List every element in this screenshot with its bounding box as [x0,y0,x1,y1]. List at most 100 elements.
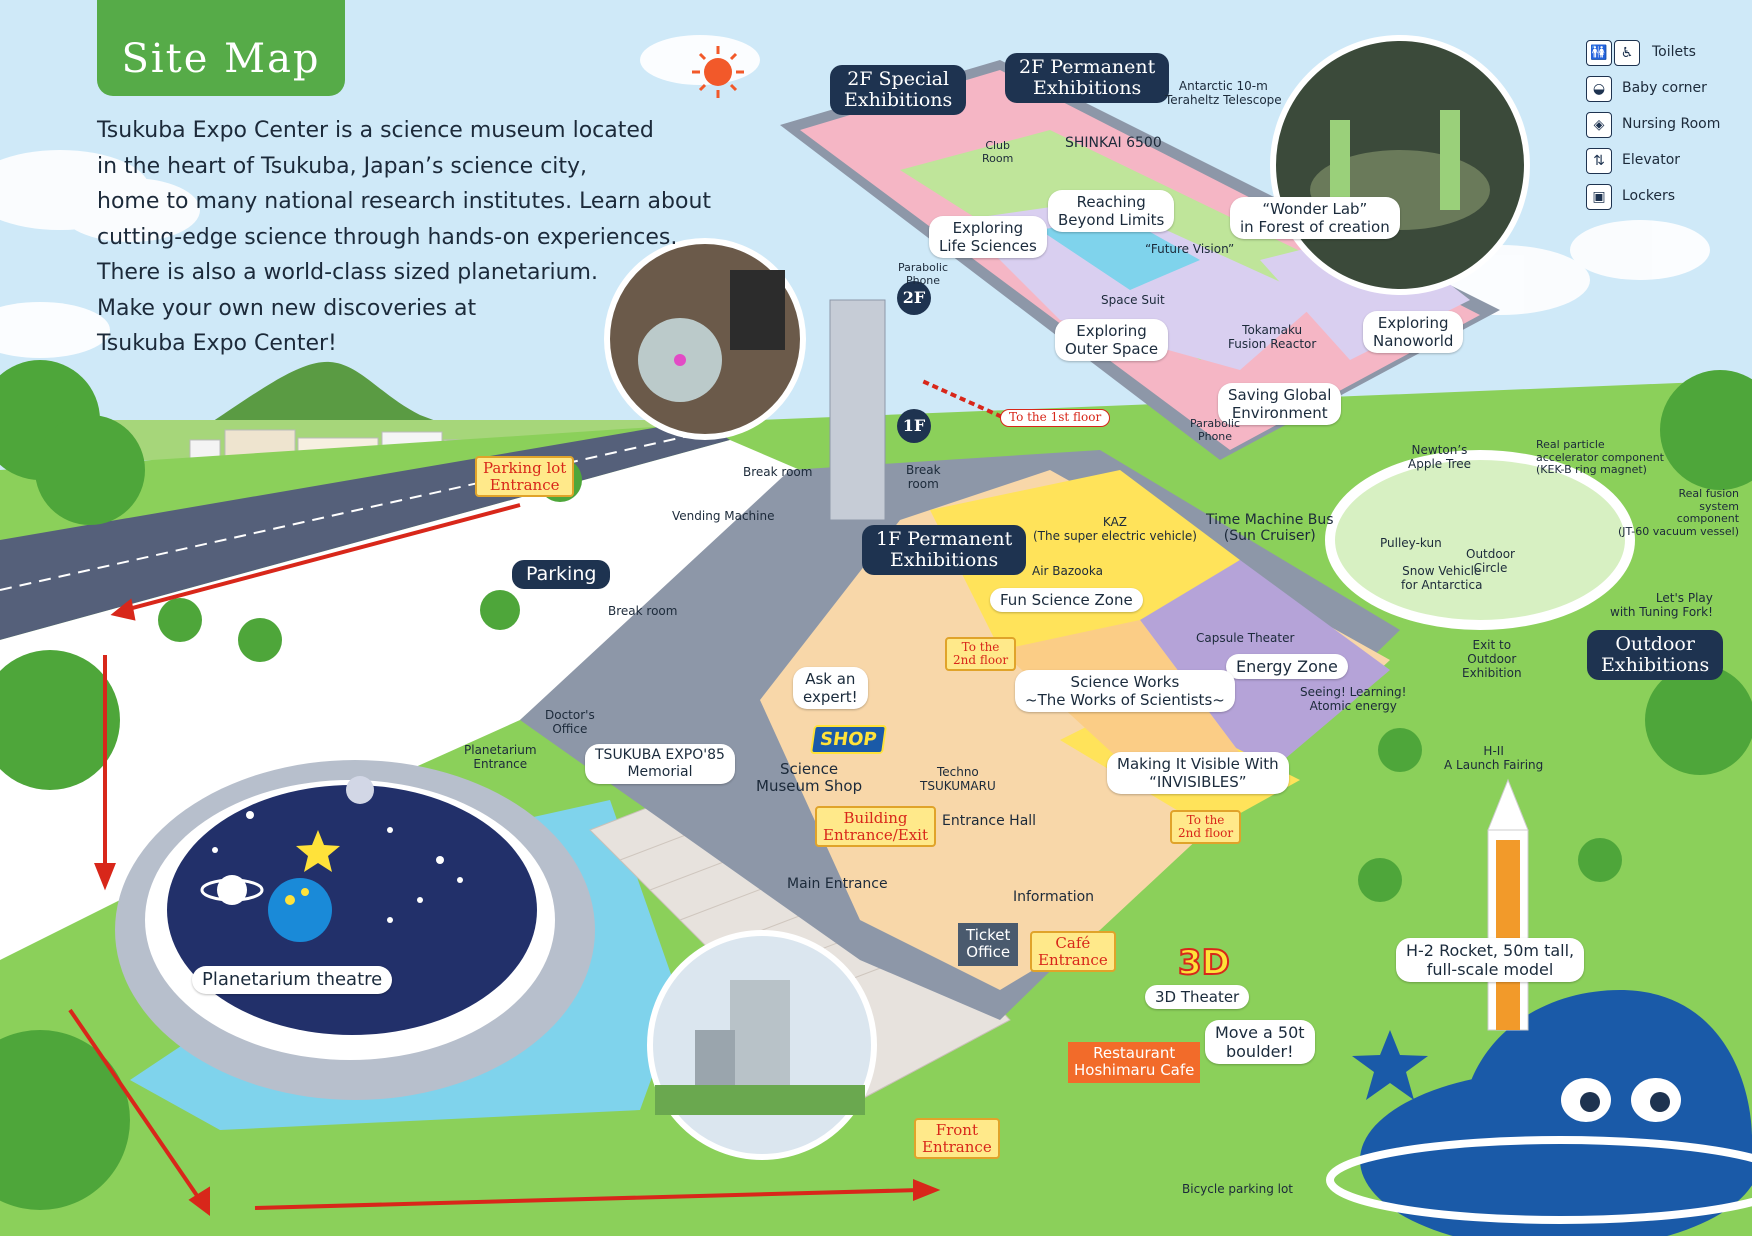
ticket-office-label: Ticket Office [958,923,1019,966]
heading-line: Outdoor [1615,633,1695,655]
label-line: 2nd floor [953,653,1009,668]
shop-badge: SHOP [809,725,887,754]
label-line: in Forest of creation [1240,218,1390,236]
site-map-title: Site Map [97,0,345,96]
information-label: Information [1013,889,1095,905]
entrance-hall-label: Entrance Hall [942,813,1037,829]
energy-zone-label: Energy Zone [1226,654,1348,680]
label-line: Techno [936,765,979,779]
h2-rocket [1487,778,1529,1031]
heading-line: 2F Permanent [1019,56,1156,78]
label-line: Real fusion [1678,487,1740,500]
fun-science-zone-label: Fun Science Zone [990,588,1143,612]
label-line: Seeing! Learning! [1300,685,1407,699]
label-line: Doctor's [545,708,595,722]
label-line: Entrance/Exit [823,825,928,844]
label-line: (KEK-B ring magnet) [1536,463,1647,477]
intro-line: Tsukuba Expo Center is a science museum … [97,118,654,143]
label-line: Environment [1231,404,1328,422]
break-room-box-label: Break room [906,463,941,492]
intro-line: Tsukuba Expo Center! [97,331,337,356]
parabolic-phone-2f-label: Parabolic Phone [898,261,948,287]
intro-line: in the heart of Tsukuba, Japan’s science… [97,153,588,179]
intro-line: Make your own new discoveries at [97,295,477,321]
label-line: Phone [1197,429,1233,443]
legend-label: Lockers [1622,188,1676,204]
club-room-label: Club Room [982,139,1014,165]
exit-to-outdoor-label: Exit to Outdoor Exhibition [1462,638,1522,680]
reaching-beyond-limits-label: Reaching Beyond Limits [1048,190,1175,232]
elevator-icon: ⇅ [1586,148,1612,174]
space-suit-label: Space Suit [1101,293,1165,307]
label-line: Building [843,809,908,827]
label-line: Break [906,463,941,477]
heading-line: 2F Special [847,68,950,90]
legend-label: Toilets [1652,44,1696,60]
label-line: component [1676,512,1740,526]
label-line: Beyond Limits [1058,211,1165,229]
label-line: Nanoworld [1373,332,1454,350]
label-line: Life Sciences [939,237,1037,255]
intro-line: There is also a world-class sized planet… [97,260,598,285]
parabolic-phone-1f-label: Parabolic Phone [1190,417,1240,443]
label-line: To the [961,640,1000,654]
planetarium-dome [115,760,595,1100]
legend-label: Nursing Room [1622,116,1721,132]
label-line: Room [982,151,1014,165]
exploring-outer-space-label: Exploring Outer Space [1055,319,1169,361]
label-line: Exploring [952,219,1024,237]
2f-special-exhibitions-heading: 2F Special Exhibitions [830,65,967,115]
label-line: To the [1186,813,1225,827]
label-line: TSUKUMARU [920,778,996,793]
label-line: Hoshimaru Cafe [1074,1061,1195,1080]
route-arrows [68,378,1021,1216]
h2-rocket-label: H-2 Rocket, 50m tall, full-scale model [1396,938,1585,983]
intro-text: Tsukuba Expo Center is a science museum … [97,113,757,362]
label-line: Let's Play [1655,591,1713,605]
parking-label: Parking [512,560,611,589]
label-line: 2nd floor [1178,826,1234,841]
tokamaku-label: Tokamaku Fusion Reactor [1228,323,1316,352]
floor-1f-marker: 1F [897,409,931,443]
label-line: Outdoor [1467,651,1517,666]
label-line: with Tuning Fork! [1610,604,1713,619]
exploring-nanoworld-label: Exploring Nanoworld [1363,311,1464,353]
label-line: boulder! [1225,1042,1294,1062]
nursing-bottle-icon: ◈ [1586,112,1612,138]
label-line: Real particle [1536,438,1605,451]
future-vision-label: “Future Vision” [1145,242,1235,256]
restaurant-label: Restaurant Hoshimaru Cafe [1068,1042,1201,1083]
heading-line: Exhibitions [1032,76,1142,99]
atomic-energy-label: Seeing! Learning! Atomic energy [1300,685,1407,714]
label-line: Exhibition [1462,665,1522,680]
label-line: Exploring [1377,314,1449,332]
label-line: “INVISIBLES” [1149,773,1247,791]
sun-icon [692,46,744,98]
intro-line: cutting-edge science through hands-on ex… [97,224,678,250]
label-line: ~The Works of Scientists~ [1025,691,1225,709]
shinkai-label: SHINKAI 6500 [1065,135,1162,151]
label-line: H-2 Rocket, 50m tall, [1406,941,1575,960]
label-line: Office [552,721,588,736]
fusion-component-label: Real fusion system component (JT-60 vacu… [1618,487,1740,539]
building-entrance-exit-label: Building Entrance/Exit [815,806,936,847]
to-2nd-floor-a-label: To the 2nd floor [945,637,1017,672]
photo-plasma-ball [604,238,806,440]
toilet-icon: 🚻 [1586,40,1612,66]
photo-exhibit-interior [1270,35,1530,295]
label-line: Entrance [922,1137,992,1156]
label-line: Entrance [473,756,528,771]
label-line: Ask an [805,670,856,688]
parking-lot-entrance-label: Parking lot Entrance [475,456,575,497]
label-line: room [907,476,939,491]
ask-an-expert-label: Ask an expert! [793,667,868,709]
label-line: Saving Global [1228,386,1332,404]
intro-line: home to many national research institute… [97,189,712,214]
trees [0,360,1752,1210]
label-line: accelerator component [1536,450,1664,464]
doctors-office-label: Doctor's Office [545,708,595,737]
label-line: Exit to [1472,638,1512,652]
label-line: for Antarctica [1401,577,1483,592]
label-line: Science [779,760,839,778]
time-machine-bus-label: Time Machine Bus (Sun Cruiser) [1206,512,1334,544]
